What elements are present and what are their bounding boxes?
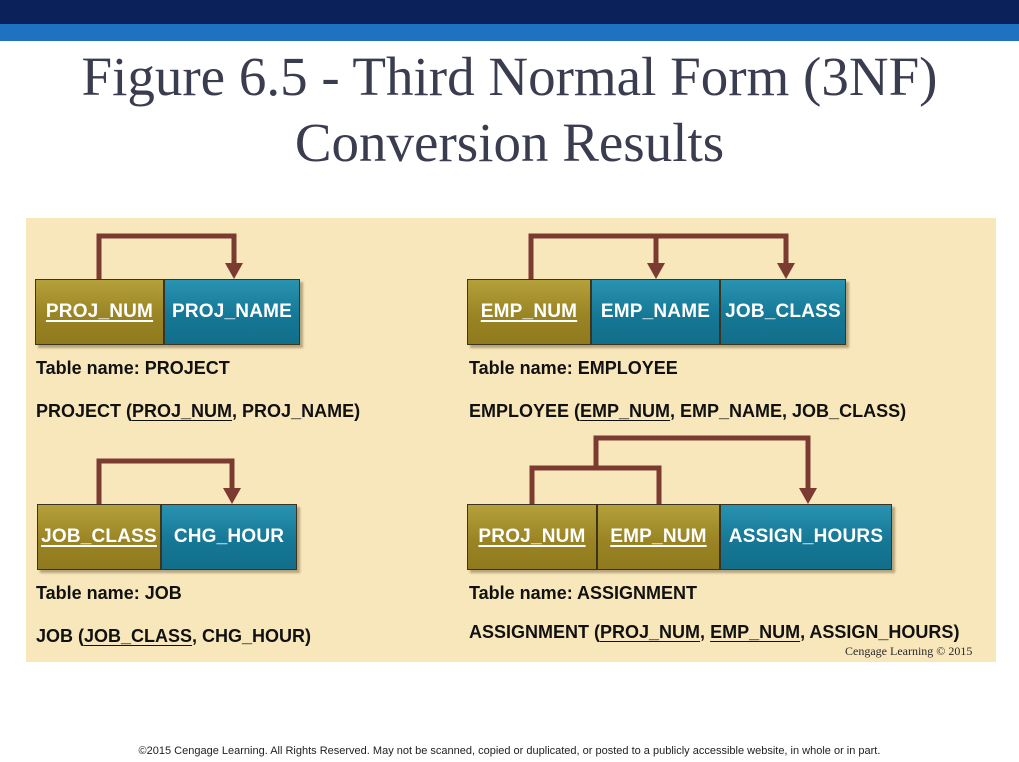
job-arrowhead <box>223 488 241 504</box>
copyright-footer: ©2015 Cengage Learning. All Rights Reser… <box>138 745 881 757</box>
figure-panel: PROJ_NUM PROJ_NAME Table name: PROJECT P… <box>26 218 996 662</box>
assignment-attr-assign-hours: ASSIGN_HOURS <box>720 504 892 570</box>
project-dependency-arrow <box>96 233 237 279</box>
employee-arrowhead-emp-name <box>647 263 665 279</box>
assignment-schema: ASSIGNMENT (PROJ_NUM, EMP_NUM, ASSIGN_HO… <box>469 622 960 642</box>
employee-attr-job-class: JOB_CLASS <box>720 279 846 345</box>
employee-arrowhead-job-class <box>777 263 795 279</box>
image-credit: Cengage Learning © 2015 <box>845 644 973 658</box>
employee-schema: EMPLOYEE (EMP_NUM, EMP_NAME, JOB_CLASS) <box>469 401 907 421</box>
project-attr-proj-name: PROJ_NAME <box>164 279 300 345</box>
dependency-arrows <box>96 233 817 504</box>
job-table-name: Table name: JOB <box>36 583 182 603</box>
slide-title: Figure 6.5 - Third Normal Form (3NF) Con… <box>0 44 1019 176</box>
job-dependency-arrow <box>96 458 235 504</box>
project-schema: PROJECT (PROJ_NUM, PROJ_NAME) <box>36 401 361 421</box>
header-band-light <box>0 24 1019 41</box>
employee-attr-emp-name: EMP_NAME <box>591 279 720 345</box>
assignment-key-bracket <box>529 465 662 504</box>
assignment-attr-emp-num: EMP_NUM <box>597 504 720 570</box>
project-table-name: Table name: PROJECT <box>36 358 230 378</box>
assignment-attr-proj-num: PROJ_NUM <box>467 504 597 570</box>
job-attr-job-class: JOB_CLASS <box>37 504 161 570</box>
assignment-dependency-arrow <box>593 435 811 490</box>
assignment-arrowhead <box>799 488 817 504</box>
slide-title-line-1: Figure 6.5 - Third Normal Form (3NF) <box>81 46 938 107</box>
employee-table-name: Table name: EMPLOYEE <box>469 358 678 378</box>
project-arrowhead <box>225 263 243 279</box>
header-band-dark <box>0 0 1019 24</box>
slide-title-line-2: Conversion Results <box>294 112 725 173</box>
job-attr-chg-hour: CHG_HOUR <box>161 504 297 570</box>
employee-attr-emp-num: EMP_NUM <box>467 279 591 345</box>
job-schema: JOB (JOB_CLASS, CHG_HOUR) <box>36 626 312 646</box>
project-attr-proj-num: PROJ_NUM <box>35 279 164 345</box>
assignment-table-name: Table name: ASSIGNMENT <box>469 583 698 603</box>
